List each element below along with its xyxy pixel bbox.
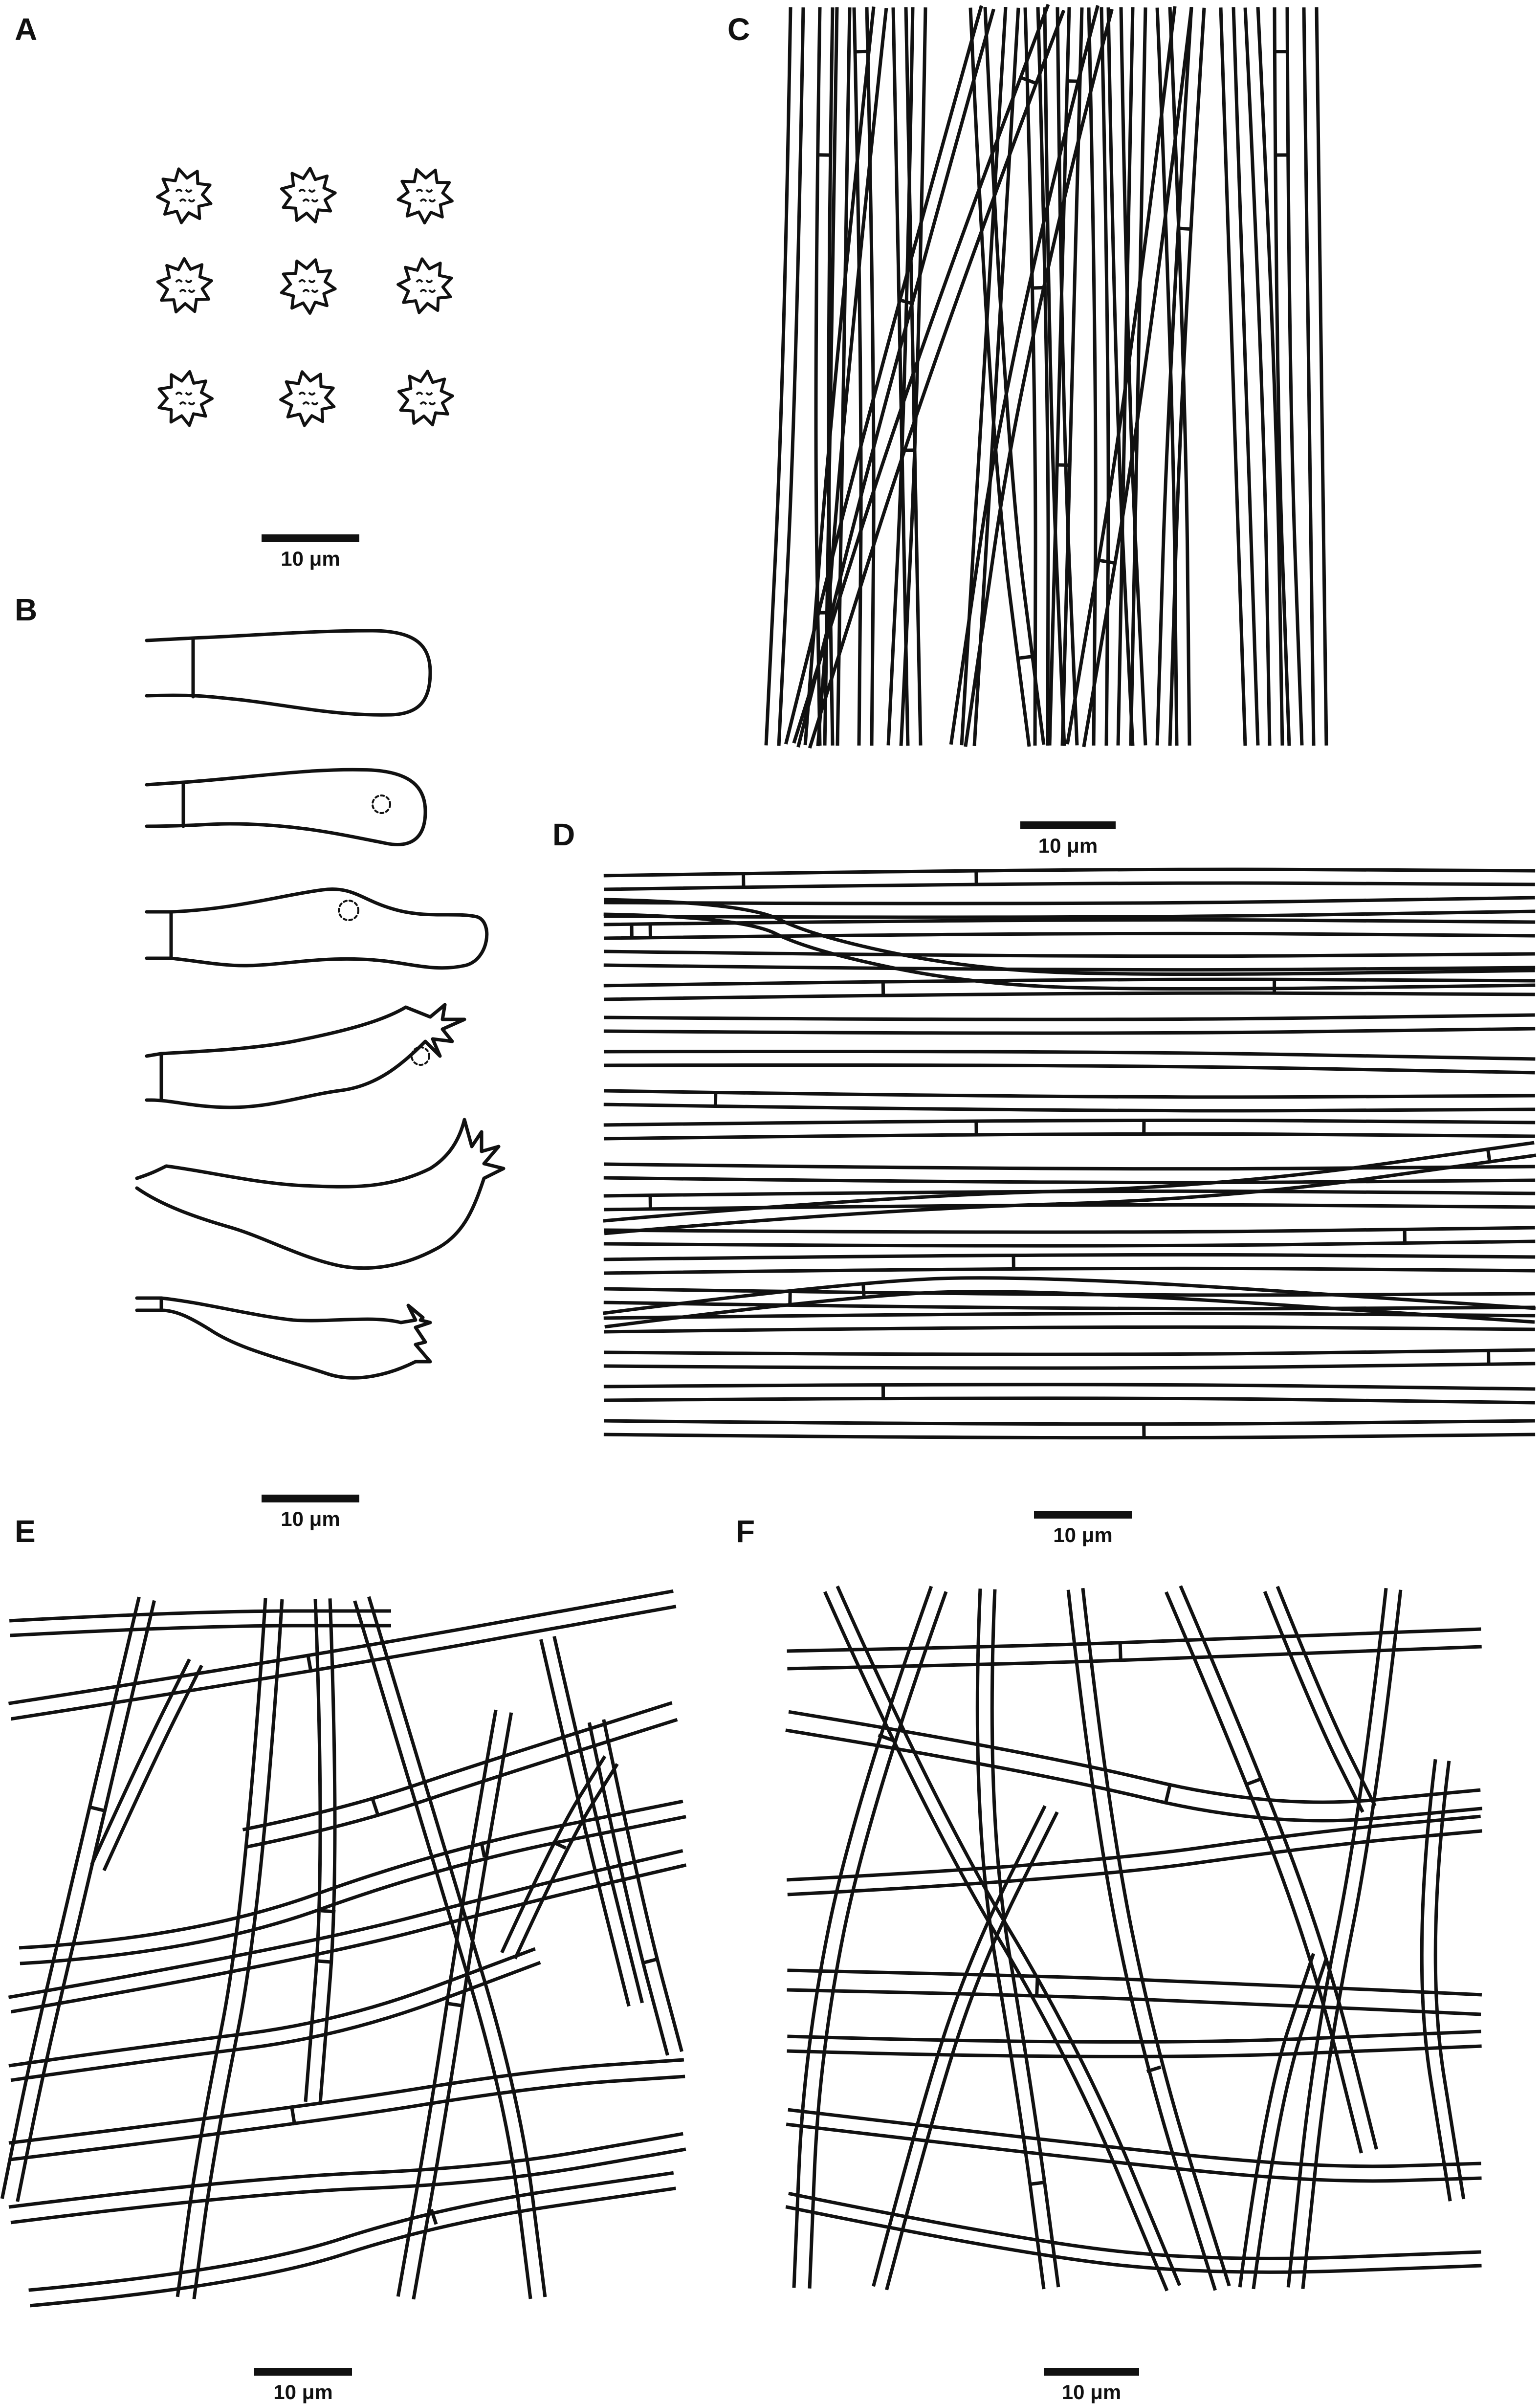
hypha-f-11 (1166, 1586, 1376, 2153)
septum (1120, 1643, 1121, 1660)
hypha-f-12 (1265, 1587, 1375, 1812)
scale-bar-label: 10 μm (1044, 2381, 1139, 2404)
hypha-f-5 (787, 1816, 1482, 1895)
hypha-f-15 (1422, 1759, 1464, 2201)
scale-bar-f: 10 μm (1044, 2368, 1139, 2404)
hypha-f-6 (786, 2110, 1481, 2181)
hypha-f-9 (977, 1588, 1058, 2289)
septum (1166, 1785, 1170, 1803)
hypha-f-4 (787, 2031, 1482, 2056)
hypha-f-7 (786, 2193, 1481, 2272)
hypha-f-10 (1068, 1588, 1229, 2290)
hypha-f-14 (825, 1586, 1180, 2291)
scale-bar-line (1044, 2368, 1139, 2376)
septum (1247, 1779, 1262, 1784)
septum (1030, 2183, 1045, 2184)
